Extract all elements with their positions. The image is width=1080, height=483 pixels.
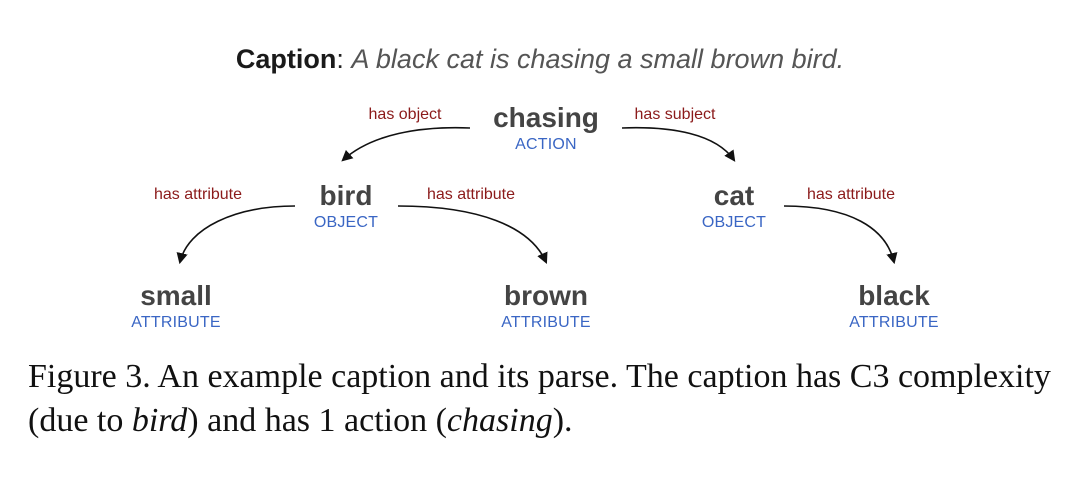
figure-caption-prefix: Figure 3. An example caption and its par…	[28, 358, 1051, 439]
node-word: chasing	[493, 102, 599, 133]
figure-caption-middle: ) and has 1 action (	[187, 402, 447, 439]
figure-caption-emphasis-chasing: chasing	[446, 402, 553, 439]
edge-label-has-subject: has subject	[634, 106, 716, 123]
edge-label-bird-brown: has attribute	[426, 186, 516, 203]
node-small: small ATTRIBUTE	[116, 280, 236, 334]
node-word: small	[140, 280, 212, 311]
caption-label: Caption	[235, 44, 337, 74]
node-word: brown	[504, 280, 588, 311]
caption-line: Caption: A black cat is chasing a small …	[0, 44, 1080, 75]
edge-cat-black	[783, 205, 898, 265]
node-type: ATTRIBUTE	[131, 314, 221, 331]
node-word: black	[858, 280, 930, 311]
edge-chasing-cat	[621, 126, 736, 162]
edge-chasing-bird	[341, 126, 471, 162]
caption-separator: :	[336, 44, 344, 74]
edge-bird-brown	[397, 205, 548, 265]
edge-label-has-object: has object	[368, 106, 442, 123]
node-word: cat	[713, 180, 755, 211]
caption-text: A black cat is chasing a small brown bir…	[351, 44, 845, 74]
edge-label-cat-black: has attribute	[806, 186, 896, 203]
figure-caption-emphasis-bird: bird	[131, 402, 188, 439]
edge-label-bird-small: has attribute	[153, 186, 243, 203]
node-cat: cat OBJECT	[684, 180, 784, 234]
node-word: bird	[319, 180, 373, 211]
figure-caption-suffix: ).	[552, 402, 573, 439]
node-type: ACTION	[515, 136, 577, 153]
node-chasing: chasing ACTION	[476, 102, 616, 156]
node-type: OBJECT	[313, 214, 379, 231]
node-type: OBJECT	[701, 214, 767, 231]
node-brown: brown ATTRIBUTE	[486, 280, 606, 334]
node-type: ATTRIBUTE	[501, 314, 591, 331]
node-black: black ATTRIBUTE	[834, 280, 954, 334]
node-type: ATTRIBUTE	[849, 314, 939, 331]
node-bird: bird OBJECT	[296, 180, 396, 234]
edge-bird-small	[176, 205, 296, 265]
figure-caption: Figure 3. An example caption and its par…	[28, 355, 1068, 443]
